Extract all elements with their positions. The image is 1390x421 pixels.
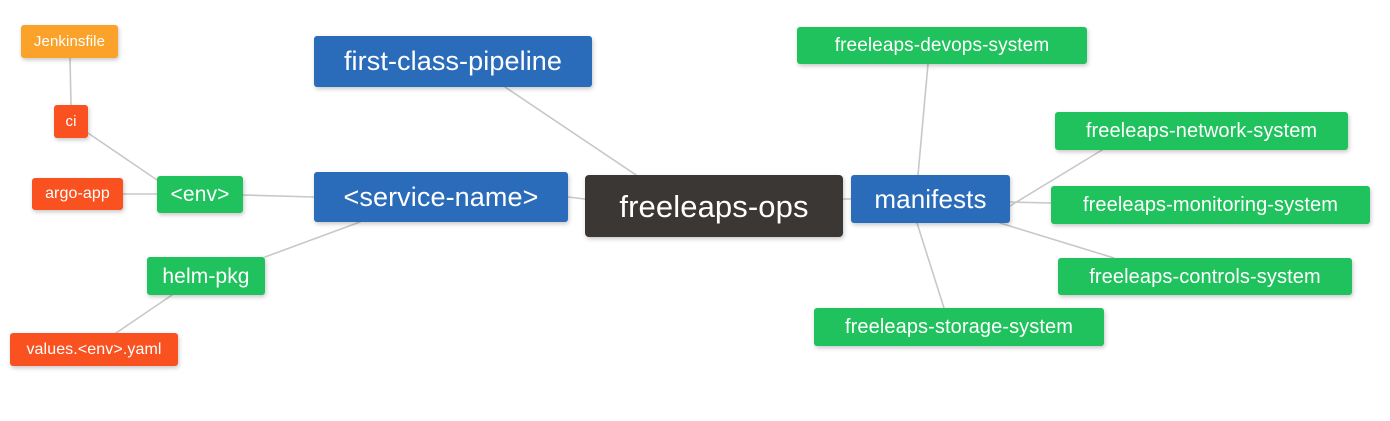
mindmap-node-network-system[interactable]: freeleaps-network-system: [1055, 112, 1348, 150]
edge-manifests-to-devops-system: [917, 63, 929, 176]
edge-env-to-service-name: [242, 194, 315, 198]
edge-jenkinsfile-to-ci: [69, 57, 72, 106]
edge-values-yaml-to-helm-pkg: [115, 294, 173, 334]
mindmap-node-env[interactable]: <env>: [157, 176, 243, 213]
mindmap-node-jenkinsfile[interactable]: Jenkinsfile: [21, 25, 118, 58]
mindmap-node-storage-system[interactable]: freeleaps-storage-system: [814, 308, 1104, 346]
edge-manifests-to-controls-system: [999, 222, 1115, 259]
edge-service-name-to-freeleaps-ops: [567, 196, 586, 200]
mindmap-node-manifests[interactable]: manifests: [851, 175, 1010, 223]
mindmap-node-values-yaml[interactable]: values.<env>.yaml: [10, 333, 178, 366]
mindmap-node-devops-system[interactable]: freeleaps-devops-system: [797, 27, 1087, 64]
mindmap-node-controls-system[interactable]: freeleaps-controls-system: [1058, 258, 1352, 295]
mindmap-node-argo-app[interactable]: argo-app: [32, 178, 123, 210]
mindmap-node-monitoring-system[interactable]: freeleaps-monitoring-system: [1051, 186, 1370, 224]
edge-ci-to-env: [87, 132, 158, 181]
mindmap-node-first-class-pipeline[interactable]: first-class-pipeline: [314, 36, 592, 87]
mindmap-node-ci[interactable]: ci: [54, 105, 88, 138]
edge-helm-pkg-to-service-name: [264, 221, 361, 258]
mindmap-node-service-name[interactable]: <service-name>: [314, 172, 568, 222]
edge-first-class-pipeline-to-freeleaps-ops: [504, 86, 637, 176]
mindmap-node-freeleaps-ops[interactable]: freeleaps-ops: [585, 175, 843, 237]
edge-manifests-to-monitoring-system: [1009, 201, 1052, 204]
mindmap-node-helm-pkg[interactable]: helm-pkg: [147, 257, 265, 295]
edge-manifests-to-storage-system: [916, 222, 945, 309]
